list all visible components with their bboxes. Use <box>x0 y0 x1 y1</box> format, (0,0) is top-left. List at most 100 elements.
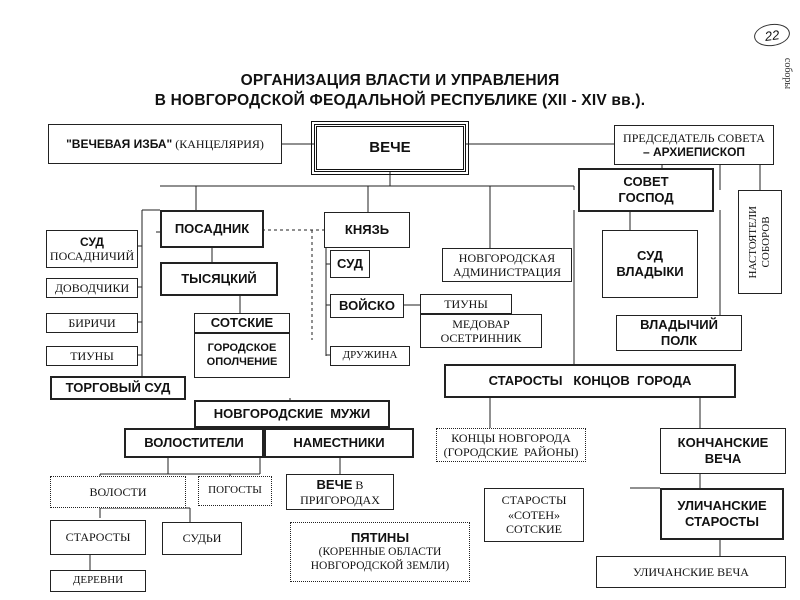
dovodchiki-box: ДОВОДЧИКИ <box>46 278 138 298</box>
nastoyateli-label-2: СОБОРОВ <box>760 216 772 268</box>
namestniki-box: НАМЕСТНИКИ <box>264 428 414 458</box>
sud-knyazya-box: СУД <box>330 250 370 278</box>
torgovy-sud-box: ТОРГОВЫЙ СУД <box>50 376 186 400</box>
nastoyateli-text: НАСТОЯТЕЛИ СОБОРОВ <box>747 206 773 278</box>
sudi-label: СУДЬИ <box>182 531 222 546</box>
starosty-dereven-label: СТАРОСТЫ <box>65 530 131 545</box>
sud-vladyki-box: СУД ВЛАДЫКИ <box>602 230 698 298</box>
opolchenie-box: ГОРОДСКОЕ ОПОЛЧЕНИЕ <box>194 333 290 378</box>
veche-prigorodah-box: ВЕЧЕ В ПРИГОРОДАХ <box>286 474 394 510</box>
pogosty-box: ПОГОСТЫ <box>198 476 272 506</box>
opolchenie-label-2: ОПОЛЧЕНИЕ <box>206 355 278 368</box>
kontsy-label-1: КОНЦЫ НОВГОРОДА <box>451 430 571 445</box>
ulichanskie-starosty-label-2: СТАРОСТЫ <box>685 514 759 529</box>
ulichanskie-vecha-label: УЛИЧАНСКИЕ ВЕЧА <box>633 564 749 579</box>
pyatiny-label-3: НОВГОРОДСКОЙ ЗЕМЛИ) <box>310 559 450 572</box>
sud-posadnichiy-label-1: СУД <box>80 234 104 249</box>
vladychiy-polk-box: ВЛАДЫЧИЙ ПОЛК <box>616 315 742 351</box>
chairman-label-1: ПРЕДСЕДАТЕЛЬ СОВЕТА <box>623 130 765 145</box>
sotskie-box: СОТСКИЕ <box>194 313 290 333</box>
medovar-label-1: МЕДОВАР <box>452 316 510 331</box>
pogosty-label: ПОГОСТЫ <box>208 484 262 497</box>
derevni-label: ДЕРЕВНИ <box>72 574 124 587</box>
vladychiy-polk-label-1: ВЛАДЫЧИЙ <box>640 317 718 333</box>
posadnik-label: ПОСАДНИК <box>174 221 250 237</box>
volosteli-box: ВОЛОСТИТЕЛИ <box>124 428 264 458</box>
chairman-box: ПРЕДСЕДАТЕЛЬ СОВЕТА – АРХИЕПИСКОП <box>614 125 774 165</box>
druzhina-box: ДРУЖИНА <box>330 346 410 366</box>
sud-vladyki-label-2: ВЛАДЫКИ <box>616 264 684 279</box>
volosti-box: ВОЛОСТИ <box>50 476 186 508</box>
veche-prigorodah-label-1: ВЕЧЕ <box>316 477 353 492</box>
ulichanskie-vecha-box: УЛИЧАНСКИЕ ВЕЧА <box>596 556 786 588</box>
volosteli-label: ВОЛОСТИТЕЛИ <box>144 435 244 451</box>
kontsy-label-2: (ГОРОДСКИЕ РАЙОНЫ) <box>443 445 579 459</box>
volosti-label: ВОЛОСТИ <box>89 484 147 499</box>
starosty-soten-label-2: «СОТЕН» <box>508 507 560 522</box>
tysyatsky-box: ТЫСЯЦКИЙ <box>160 262 278 296</box>
konchanskie-vecha-box: КОНЧАНСКИЕ ВЕЧА <box>660 428 786 474</box>
novgorod-admin-label-2: АДМИНИСТРАЦИЯ <box>453 265 561 279</box>
starosty-kontsov-label: СТАРОСТЫ КОНЦОВ ГОРОДА <box>488 373 692 389</box>
voysko-box: ВОЙСКО <box>330 294 404 318</box>
vechevaya-izba-label: "ВЕЧЕВАЯ ИЗБА" <box>66 136 173 151</box>
tysyatsky-label: ТЫСЯЦКИЙ <box>181 271 257 287</box>
novgorod-admin-label-1: НОВГОРОДСКАЯ <box>458 250 556 265</box>
tiuny-posadnika-box: ТИУНЫ <box>46 346 138 366</box>
pyatiny-label: ПЯТИНЫ <box>350 530 410 546</box>
ulichanskie-starosty-label-1: УЛИЧАНСКИЕ <box>677 498 767 514</box>
veche-label: ВЕЧЕ <box>369 139 411 156</box>
starosty-dereven-box: СТАРОСТЫ <box>50 520 146 555</box>
starosty-soten-label-1: СТАРОСТЫ <box>501 493 567 508</box>
kantselyariya-label: (КАНЦЕЛЯРИЯ) <box>175 136 264 151</box>
ulichanskie-starosty-box: УЛИЧАНСКИЕ СТАРОСТЫ <box>660 488 784 540</box>
chairman-label-2: – АРХИЕПИСКОП <box>642 145 746 159</box>
sud-knyazya-label: СУД <box>337 256 363 272</box>
diagram-title-line-1: ОРГАНИЗАЦИЯ ВЛАСТИ И УПРАВЛЕНИЯ <box>240 72 560 89</box>
starosty-soten-box: СТАРОСТЫ «СОТЕН» СОТСКИЕ <box>484 488 584 542</box>
novgorod-admin-box: НОВГОРОДСКАЯ АДМИНИСТРАЦИЯ <box>442 248 572 282</box>
novgorodskie-muzhi-box: НОВГОРОДСКИЕ МУЖИ <box>194 400 390 428</box>
sotskie-label: СОТСКИЕ <box>210 315 274 331</box>
opolchenie-label-1: ГОРОДСКОЕ <box>207 342 277 355</box>
knyaz-box: КНЯЗЬ <box>324 212 410 248</box>
tiuny-knyazya-label: ТИУНЫ <box>444 296 488 311</box>
birichi-box: БИРИЧИ <box>46 313 138 333</box>
vladychiy-polk-label-2: ПОЛК <box>660 333 698 348</box>
knyaz-label: КНЯЗЬ <box>344 222 390 238</box>
starosty-kontsov-box: СТАРОСТЫ КОНЦОВ ГОРОДА <box>444 364 736 398</box>
nastoyateli-label-1: НАСТОЯТЕЛИ <box>746 205 759 279</box>
posadnik-box: ПОСАДНИК <box>160 210 264 248</box>
konchanskie-label-1: КОНЧАНСКИЕ <box>677 435 769 451</box>
starosty-soten-label-3: СОТСКИЕ <box>505 522 562 537</box>
torgovy-sud-label: ТОРГОВЫЙ СУД <box>65 380 171 396</box>
birichi-label: БИРИЧИ <box>68 315 116 330</box>
sud-vladyki-label-1: СУД <box>637 248 663 264</box>
tiuny-posadnika-label: ТИУНЫ <box>70 348 114 363</box>
sud-posadnichiy-box: СУД ПОСАДНИЧИЙ <box>46 230 138 268</box>
pyatiny-label-2: (КОРЕННЫЕ ОБЛАСТИ <box>318 546 442 558</box>
voysko-label: ВОЙСКО <box>339 298 395 314</box>
veche-box: ВЕЧЕ <box>311 121 469 175</box>
vechevaya-izba-box: "ВЕЧЕВАЯ ИЗБА" (КАНЦЕЛЯРИЯ) <box>48 124 282 164</box>
novgorodskie-muzhi-label: НОВГОРОДСКИЕ МУЖИ <box>213 406 371 422</box>
konchanskie-label-2: ВЕЧА <box>704 451 742 466</box>
tiuny-knyazya-box: ТИУНЫ <box>420 294 512 314</box>
dovodchiki-label: ДОВОДЧИКИ <box>54 280 130 295</box>
sud-posadnichiy-label-2: ПОСАДНИЧИЙ <box>49 249 135 263</box>
sovet-gospod-label-1: СОВЕТ <box>623 174 669 190</box>
veche-prigorodah-label-2: ПРИГОРОДАХ <box>300 492 380 507</box>
medovar-label-2: ОСЕТРИННИК <box>440 331 522 345</box>
sudi-box: СУДЬИ <box>162 522 242 555</box>
medovar-box: МЕДОВАР ОСЕТРИННИК <box>420 314 542 348</box>
kontsy-novgoroda-box: КОНЦЫ НОВГОРОДА (ГОРОДСКИЕ РАЙОНЫ) <box>436 428 586 462</box>
nastoyateli-box: НАСТОЯТЕЛИ СОБОРОВ <box>738 190 782 294</box>
derevni-box: ДЕРЕВНИ <box>50 570 146 592</box>
diagram-title-line-2: В НОВГОРОДСКОЙ ФЕОДАЛЬНОЙ РЕСПУБЛИКЕ (XI… <box>154 92 646 109</box>
veche-prigorodah-label-1b: В <box>355 478 364 492</box>
pyatiny-box: ПЯТИНЫ (КОРЕННЫЕ ОБЛАСТИ НОВГОРОДСКОЙ ЗЕ… <box>290 522 470 582</box>
druzhina-label: ДРУЖИНА <box>342 349 398 362</box>
sovet-gospod-box: СОВЕТ ГОСПОД <box>578 168 714 212</box>
veche-prigorodah-line-1: ВЕЧЕ В <box>317 477 364 493</box>
